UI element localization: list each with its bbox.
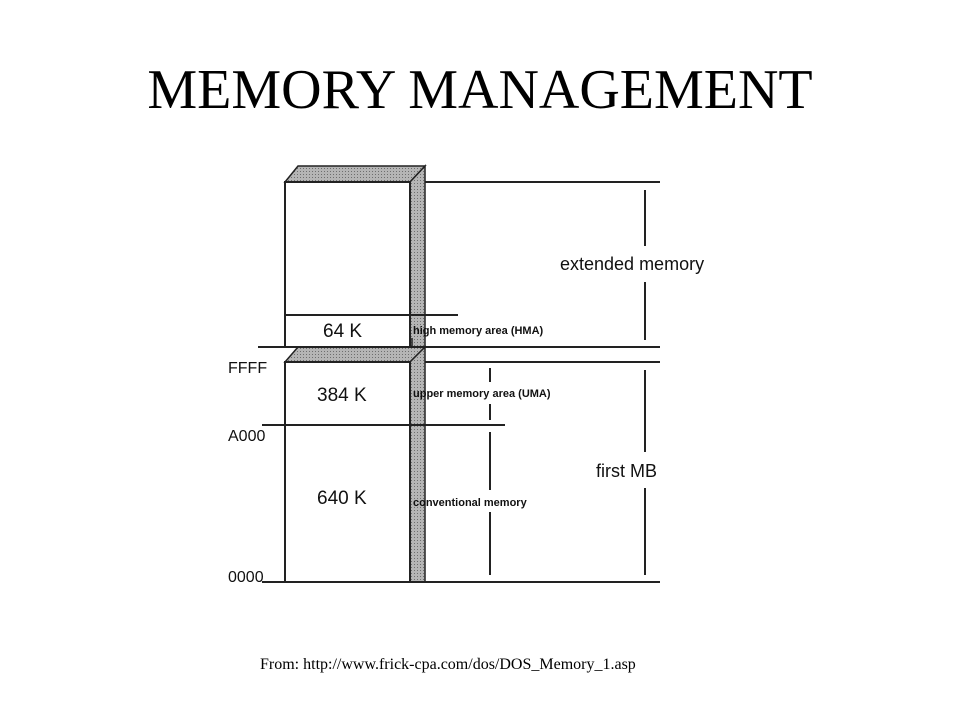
upper-block-front-face	[284, 181, 411, 348]
size-label-hma: 64 K	[323, 321, 362, 342]
source-citation: From: http://www.frick-cpa.com/dos/DOS_M…	[260, 656, 636, 673]
extended-memory-block	[283, 164, 458, 348]
size-label-uma: 384 K	[317, 385, 367, 406]
upper-block-top-face	[283, 165, 427, 183]
lower-block-top-face	[283, 346, 427, 363]
upper-block-side-face	[409, 164, 426, 348]
first-mb-block	[283, 345, 427, 583]
region-label-first-mb: first MB	[596, 461, 657, 481]
area-label-hma: high memory area (HMA)	[413, 325, 544, 337]
address-label-ffff: FFFF	[228, 360, 267, 377]
address-label-a000: A000	[228, 428, 265, 445]
area-label-conventional: conventional memory	[413, 497, 528, 509]
lower-block-side-face	[409, 345, 426, 583]
size-label-conventional: 640 K	[317, 488, 367, 509]
area-label-uma: upper memory area (UMA)	[413, 388, 551, 400]
region-label-extended: extended memory	[560, 254, 704, 274]
slide-title: MEMORY MANAGEMENT	[147, 59, 813, 121]
address-label-0000: 0000	[228, 569, 264, 586]
